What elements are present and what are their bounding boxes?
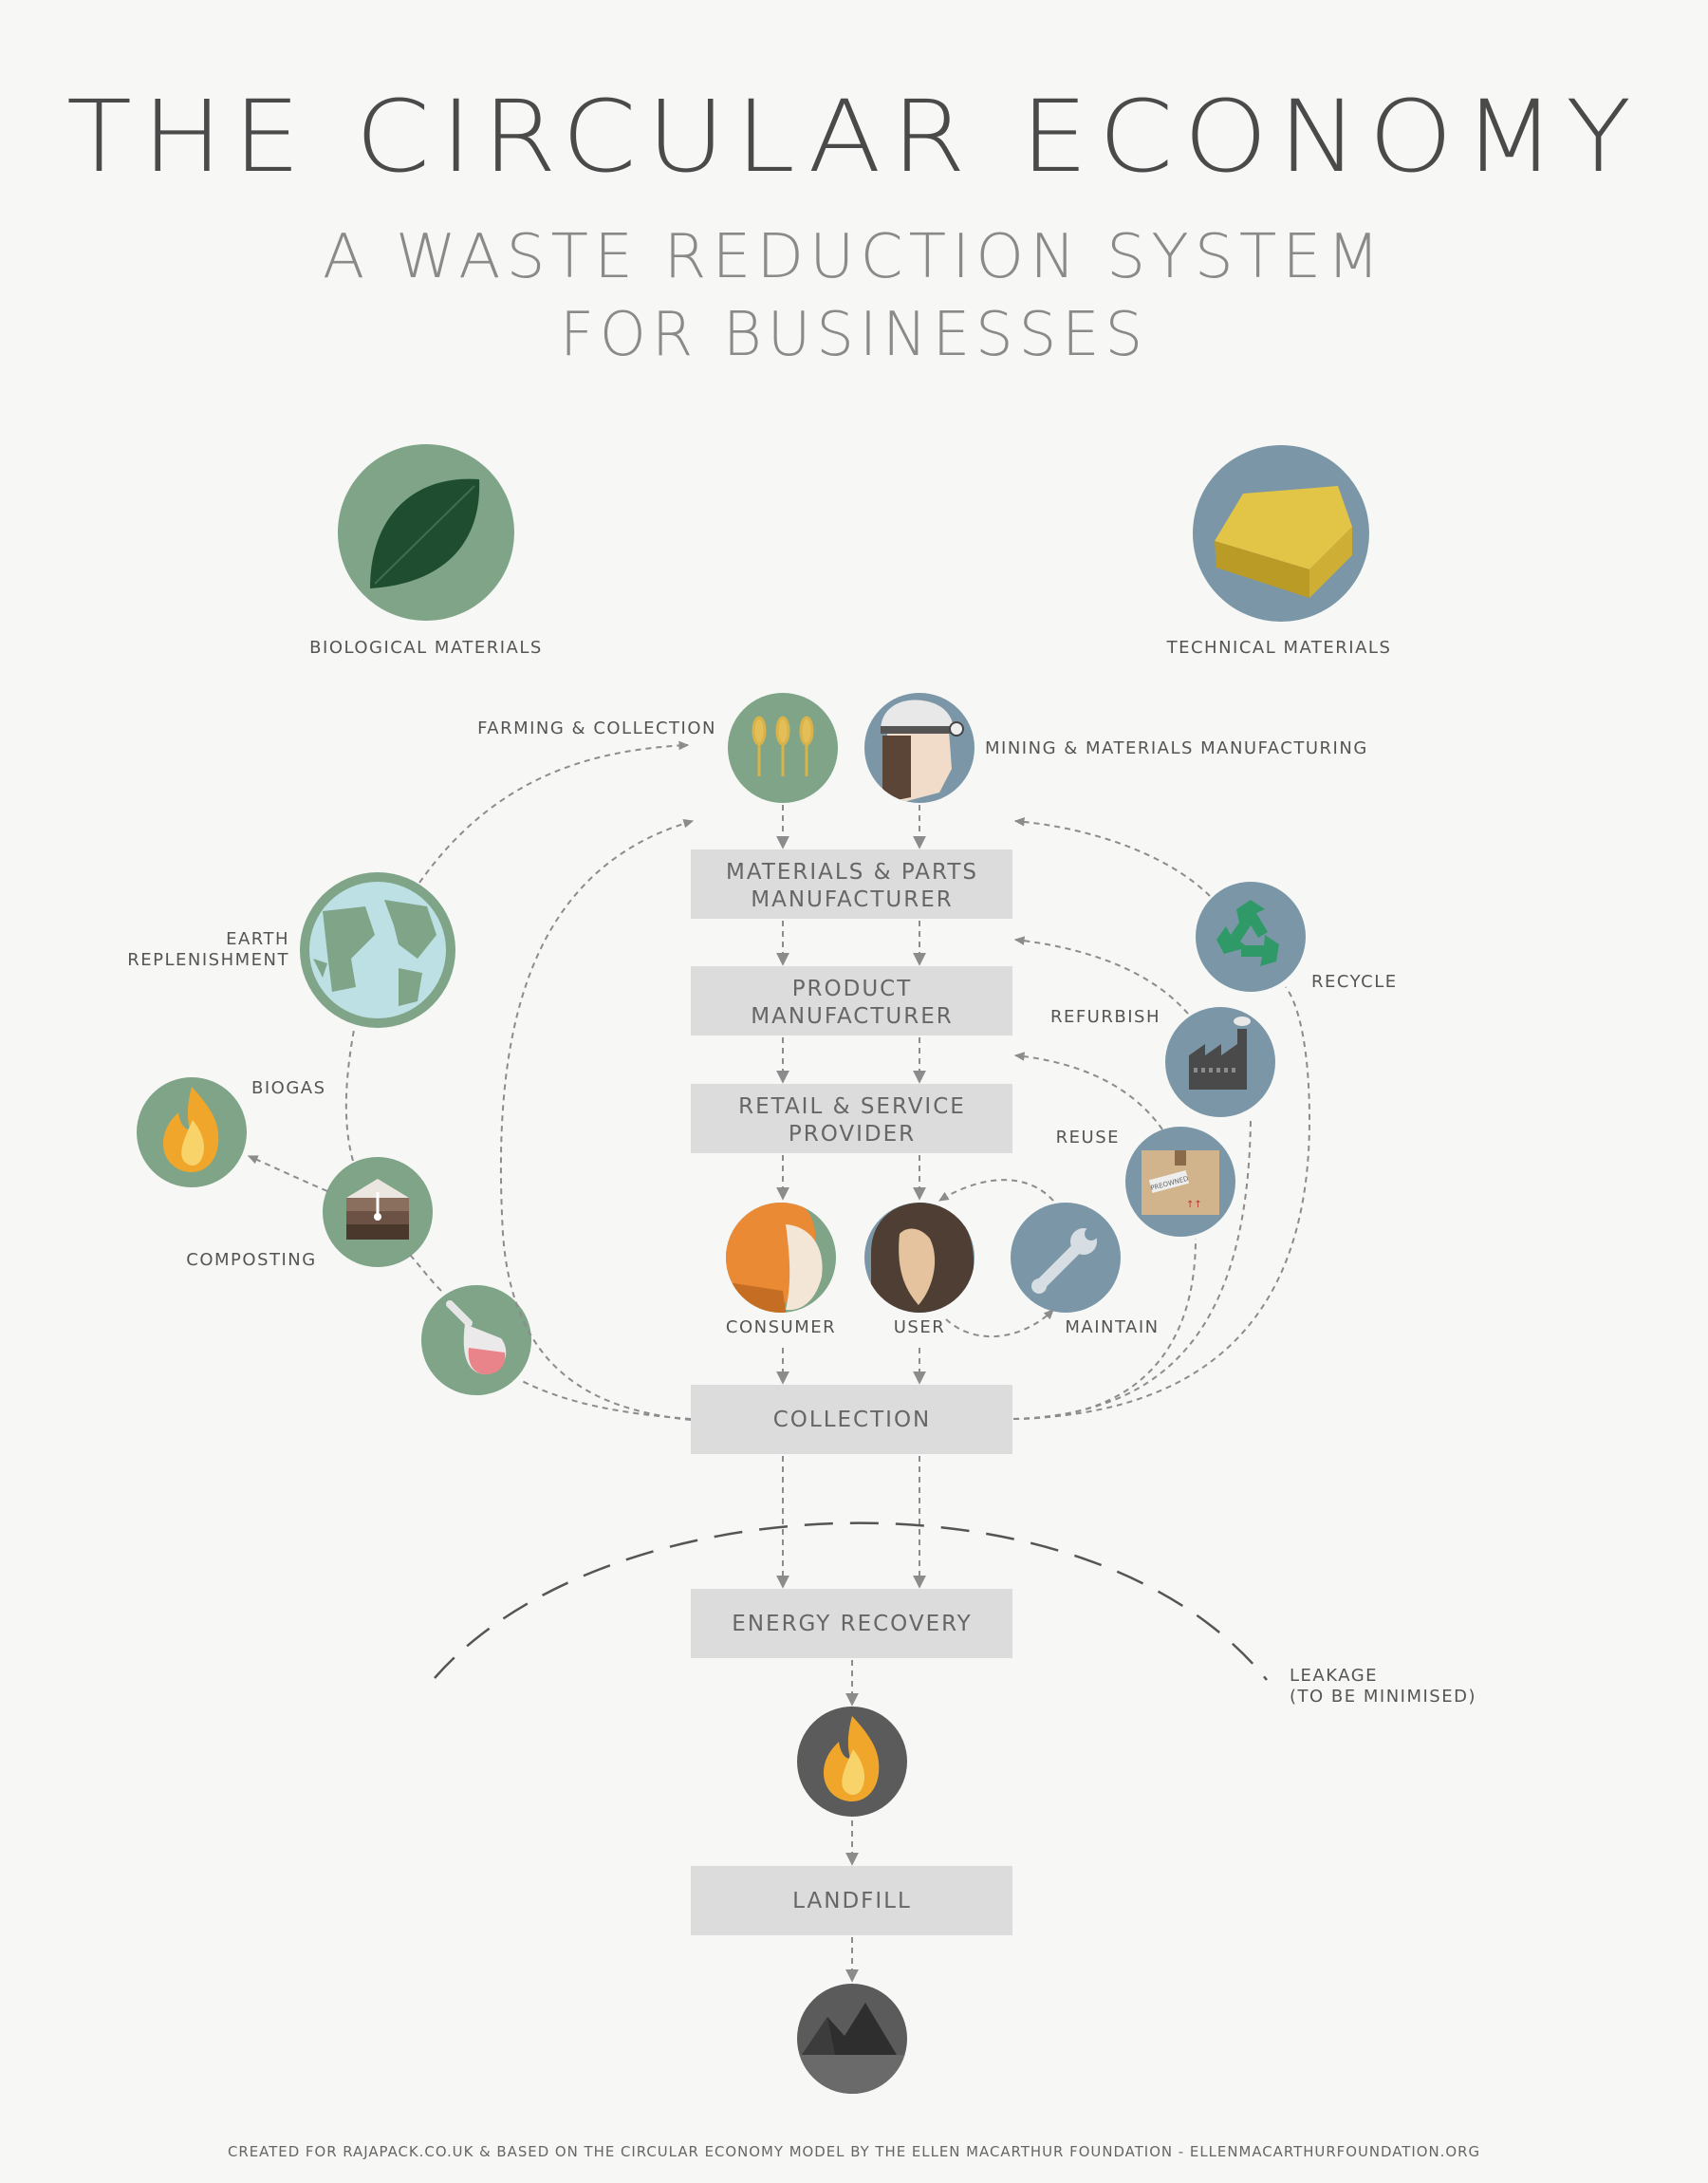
earth-label-line1: EARTH — [226, 929, 289, 949]
wheat-icon — [728, 693, 838, 803]
landfill-mountains-icon — [797, 1984, 907, 2094]
biogas-label: BIOGAS — [251, 1078, 326, 1098]
miner-icon — [864, 693, 975, 803]
footer-credit: CREATED FOR RAJAPACK.CO.UK & BASED ON TH… — [228, 2143, 1480, 2160]
consumer-label: CONSUMER — [726, 1317, 836, 1337]
composting-label: COMPOSTING — [186, 1250, 316, 1270]
landfill-box: LANDFILL — [691, 1866, 1012, 1935]
energy-box-label: ENERGY RECOVERY — [732, 1612, 972, 1636]
recycle-label: RECYCLE — [1311, 972, 1398, 992]
biogas-flame-icon — [137, 1077, 247, 1187]
flask-icon — [421, 1285, 531, 1395]
flow-arrows — [776, 805, 926, 1983]
composting-icon — [323, 1157, 433, 1267]
box-up-arrows: ↑↑ — [1186, 1200, 1202, 1210]
energy-flame-icon — [797, 1707, 907, 1817]
leakage-label-line1: LEAKAGE — [1290, 1666, 1378, 1686]
technical-materials-icon — [1193, 445, 1369, 622]
product-box-line1: PRODUCT — [792, 977, 913, 1001]
maintain-label: MAINTAIN — [1065, 1317, 1159, 1337]
landfill-box-label: LANDFILL — [792, 1889, 912, 1913]
page-subtitle-line1: A WASTE REDUCTION SYSTEM — [323, 222, 1385, 292]
earth-replenishment-icon — [300, 872, 455, 1028]
mining-label: MINING & MATERIALS MANUFACTURING — [985, 738, 1368, 758]
factory-icon — [1165, 1007, 1275, 1117]
box-icon: PREOWNED ↑↑ — [1125, 1127, 1235, 1237]
reuse-label: REUSE — [1056, 1128, 1120, 1147]
consumer-avatar — [726, 1203, 836, 1313]
collection-box: COLLECTION — [691, 1385, 1012, 1454]
user-label: USER — [894, 1317, 945, 1337]
user-avatar — [864, 1203, 975, 1313]
retail-box-line1: RETAIL & SERVICE — [738, 1094, 966, 1119]
retail-service-provider-box: RETAIL & SERVICE PROVIDER — [691, 1084, 1012, 1153]
collection-box-label: COLLECTION — [773, 1408, 932, 1432]
refurbish-label: REFURBISH — [1050, 1007, 1160, 1027]
recycle-icon — [1196, 882, 1306, 992]
materials-parts-manufacturer-box: MATERIALS & PARTS MANUFACTURER — [691, 849, 1012, 919]
energy-recovery-box: ENERGY RECOVERY — [691, 1589, 1012, 1658]
retail-box-line2: PROVIDER — [789, 1122, 916, 1147]
biological-materials-label: BIOLOGICAL MATERIALS — [309, 638, 543, 658]
page-title: THE CIRCULAR ECONOMY — [66, 79, 1642, 195]
biological-materials-icon — [338, 444, 514, 621]
wrench-icon — [1011, 1203, 1121, 1313]
page-subtitle-line2: FOR BUSINESSES — [560, 300, 1148, 370]
product-manufacturer-box: PRODUCT MANUFACTURER — [691, 966, 1012, 1036]
earth-label-line2: REPLENISHMENT — [127, 950, 289, 970]
bio-loop-arrows — [247, 740, 695, 1421]
materials-box-line2: MANUFACTURER — [751, 887, 954, 912]
technical-materials-label: TECHNICAL MATERIALS — [1166, 638, 1392, 658]
maintain-loop-arrows — [938, 1179, 1054, 1338]
materials-box-line1: MATERIALS & PARTS — [726, 860, 978, 885]
product-box-line2: MANUFACTURER — [751, 1004, 954, 1029]
leakage-boundary — [434, 1521, 1268, 1681]
tech-loop-arrows — [1012, 817, 1311, 1420]
leakage-label-line2: (TO BE MINIMISED) — [1290, 1687, 1476, 1707]
farming-label: FARMING & COLLECTION — [477, 718, 716, 738]
